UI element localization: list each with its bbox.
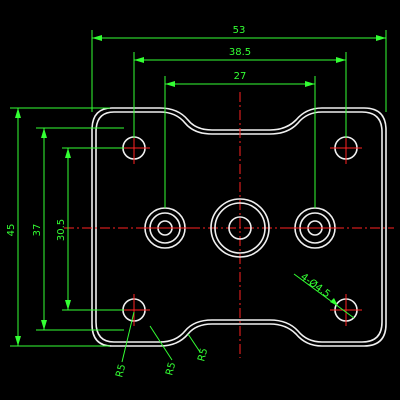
radius-callout-right: R5 <box>187 333 210 363</box>
right-boss <box>288 207 342 249</box>
dimension-overall-width: 53 <box>91 25 387 112</box>
plate-outline <box>91 107 387 347</box>
left-boss <box>138 207 192 249</box>
dimension-hole-spacing-height: 37 <box>32 127 124 331</box>
hole-callout-label: 4-Ø4.5 <box>298 271 332 301</box>
hole-callout: 4-Ø4.5 <box>293 271 355 319</box>
radius-label-mid: R5 <box>164 361 178 377</box>
plate-outline-inner <box>95 111 383 343</box>
dim-label-overall-width: 53 <box>233 25 246 36</box>
radius-label-right: R5 <box>196 347 210 363</box>
dimension-center-slot-width: 27 <box>164 71 316 208</box>
radius-callout-mid: R5 <box>149 325 178 377</box>
dim-label-center-height: 30.5 <box>56 219 67 241</box>
dim-label-hole-spacing-height: 37 <box>32 224 43 237</box>
dimension-center-height: 30.5 <box>56 147 124 311</box>
dim-label-center-slot-width: 27 <box>234 71 247 82</box>
dim-label-overall-height: 45 <box>6 224 17 237</box>
radius-callout-left: R5 <box>114 311 135 379</box>
dim-label-hole-spacing-width: 38.5 <box>229 47 251 58</box>
dimension-overall-height: 45 <box>6 107 110 347</box>
corner-hole-bottom-right <box>330 294 362 326</box>
center-boss <box>210 198 270 258</box>
radius-label-left: R5 <box>114 363 128 379</box>
dimension-hole-spacing-width: 38.5 <box>133 47 347 138</box>
